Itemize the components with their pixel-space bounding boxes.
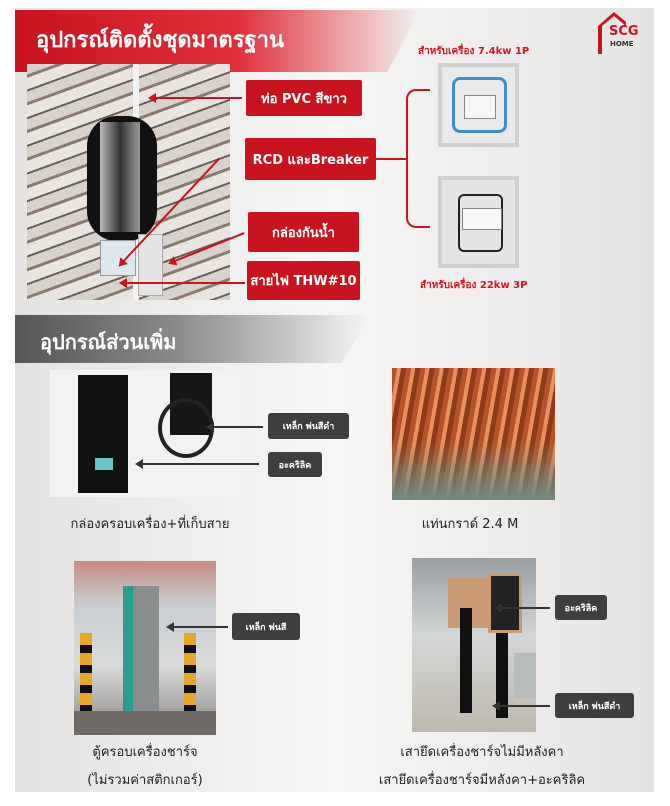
label-black-steel: เหล็ก พ่นสีดำ (268, 413, 349, 439)
label-pole-acrylic: อะคริลิค (555, 595, 607, 620)
arrow-pole-steel (492, 701, 550, 711)
label-painted-steel: เหล็ก พ่นสี (232, 613, 300, 640)
caption-cabinet-line2: (ไม่รวมค่าสติกเกอร์) (87, 773, 203, 788)
wall-charger-photo (27, 64, 230, 300)
charger-cover-photo (50, 370, 240, 497)
scg-home-logo: SCG HOME (596, 10, 642, 56)
label-thw-wire: สายไฟ THW#10 (247, 261, 360, 300)
section-standard-title: อุปกรณ์ติดตั้งชุดมาตรฐาน (36, 28, 285, 53)
arrow-pole-acrylic (494, 603, 550, 613)
caption-22kw: สำหรับเครื่อง 22kw 3P (420, 280, 528, 291)
section-standard-banner (15, 10, 420, 72)
label-pvc-pipe: ท่อ PVC สีขาว (246, 80, 362, 116)
label-acrylic: อะคริลิค (268, 452, 322, 477)
arrow-steel (206, 422, 263, 432)
section-extra-banner (15, 315, 370, 363)
label-pole-steel: เหล็ก พ่นสีดำ (555, 693, 634, 718)
breaker-box-1p-photo (438, 63, 519, 147)
caption-ground-rod: แท่นกราด์ 2.4 M (421, 517, 519, 532)
arrow-painted-steel (166, 622, 228, 632)
charger-cabinet-photo (74, 561, 216, 735)
label-rcd-breaker: RCD และBreaker (245, 138, 376, 180)
charger-pole-photo (412, 558, 536, 732)
caption-cover-storage: กล่องครอบเครื่อง+ที่เก็บสาย (70, 517, 230, 532)
breaker-box-3p-photo (438, 176, 519, 268)
ground-rod-photo (392, 368, 555, 500)
bracket-connector (376, 158, 408, 160)
caption-pole-line2: เสายึดเครื่องชาร์จมีหลังคา+อะคริลิค (378, 773, 586, 788)
caption-7kw: สำหรับเครื่อง 7.4kw 1P (418, 46, 530, 57)
label-waterproof-box: กล่องกันน้ำ (248, 212, 359, 252)
caption-pole-line1: เสายึดเครื่องชาร์จไม่มีหลังคา (400, 745, 564, 760)
arrow-acrylic (135, 459, 259, 469)
arrow-pvc (148, 93, 242, 103)
caption-cabinet-line1: ตู้ครอบเครื่องชาร์จ (92, 745, 198, 760)
bracket (406, 89, 430, 228)
section-extra-title: อุปกรณ์ส่วนเพิ่ม (40, 330, 177, 354)
arrow-wire (119, 278, 245, 288)
